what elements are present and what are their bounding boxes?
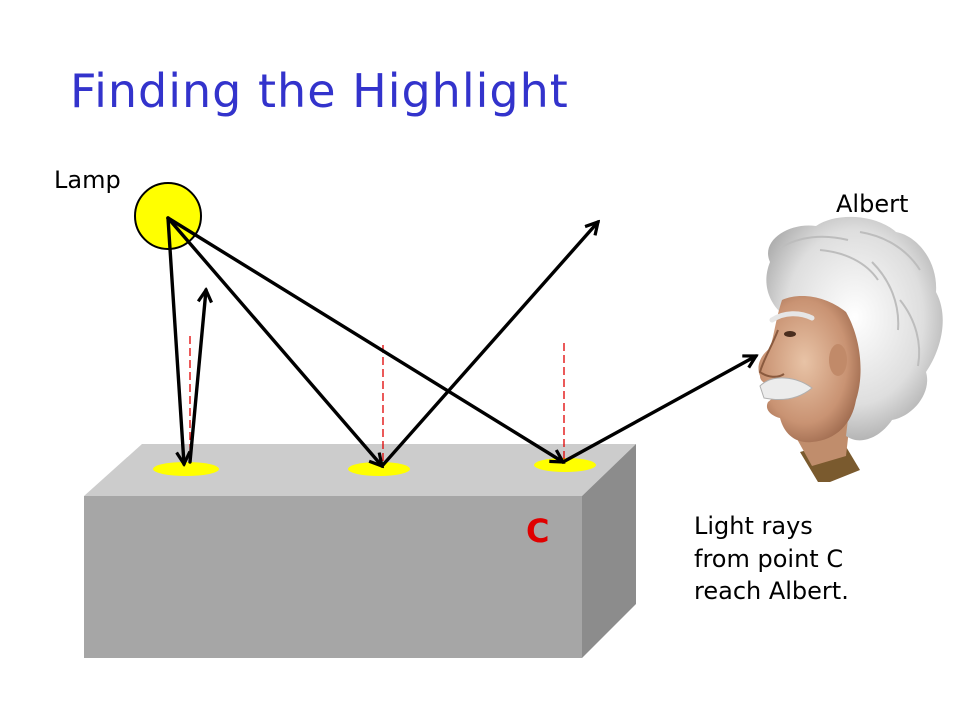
caption-line-1: Light rays xyxy=(694,512,813,540)
caption-line-2: from point C xyxy=(694,544,844,573)
highlight-spot-left xyxy=(153,462,219,476)
albert-brow xyxy=(769,311,815,323)
point-c-label: C xyxy=(526,512,550,550)
slide-title: Finding the Highlight xyxy=(70,64,569,118)
block-front-face xyxy=(84,496,582,658)
caption: Light rays from point C reach Albert. xyxy=(694,510,934,608)
ray-c-to-albert xyxy=(561,354,756,464)
ray-lamp-to-middle xyxy=(166,216,382,466)
albert-nose xyxy=(758,329,785,378)
surface-block xyxy=(84,444,636,658)
ray-left-reflected xyxy=(188,290,206,464)
ray-lamp-to-left xyxy=(166,216,184,464)
albert-face xyxy=(758,296,861,443)
ray-middle-reflected xyxy=(380,222,598,468)
caption-line-3: reach Albert. xyxy=(694,577,849,606)
block-side-face xyxy=(582,444,636,658)
albert-eye xyxy=(784,331,796,337)
albert-ear xyxy=(829,344,847,376)
light-rays xyxy=(166,216,756,468)
albert-label: Albert xyxy=(836,190,909,218)
albert-hair-wisps xyxy=(779,231,921,367)
albert-hair xyxy=(766,216,943,441)
lamp-label: Lamp xyxy=(54,166,121,194)
highlight-spot-middle xyxy=(348,462,410,476)
light-bulb-icon xyxy=(134,182,202,250)
ray-lamp-to-c xyxy=(166,216,563,462)
albert-moustache xyxy=(759,377,813,401)
albert-einstein-portrait xyxy=(758,216,943,482)
